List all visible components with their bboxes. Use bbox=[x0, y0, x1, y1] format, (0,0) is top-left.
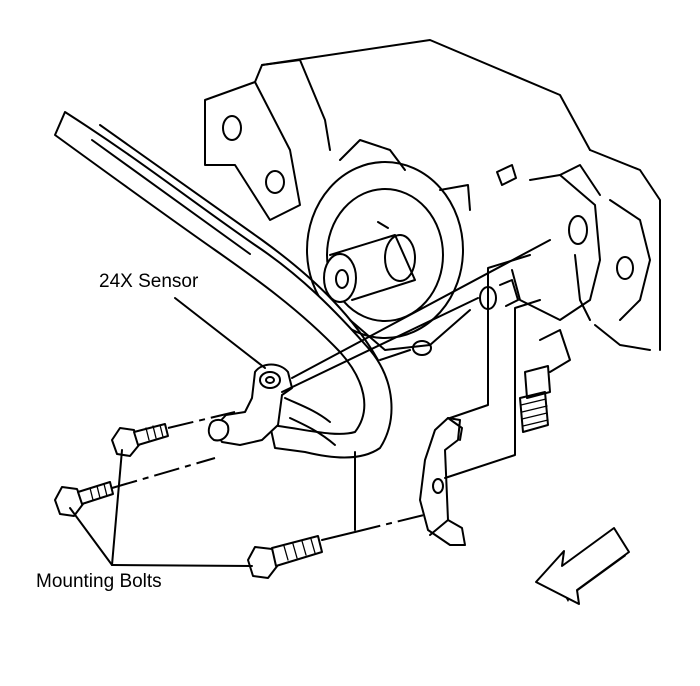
leader-lines bbox=[69, 297, 266, 567]
crank-sensor bbox=[207, 363, 336, 446]
bolt-middle bbox=[54, 481, 114, 517]
sensor-label: 24X Sensor bbox=[99, 271, 199, 292]
wiring-harness bbox=[54, 111, 393, 459]
mounting-bolts-label: Mounting Bolts bbox=[36, 571, 162, 592]
bolt-lower bbox=[247, 535, 323, 579]
alignment-lines bbox=[111, 239, 551, 541]
sensor-bracket bbox=[419, 417, 466, 546]
front-direction-arrow-icon bbox=[535, 527, 630, 605]
engine-block bbox=[204, 39, 661, 433]
bolt-upper bbox=[111, 423, 169, 457]
